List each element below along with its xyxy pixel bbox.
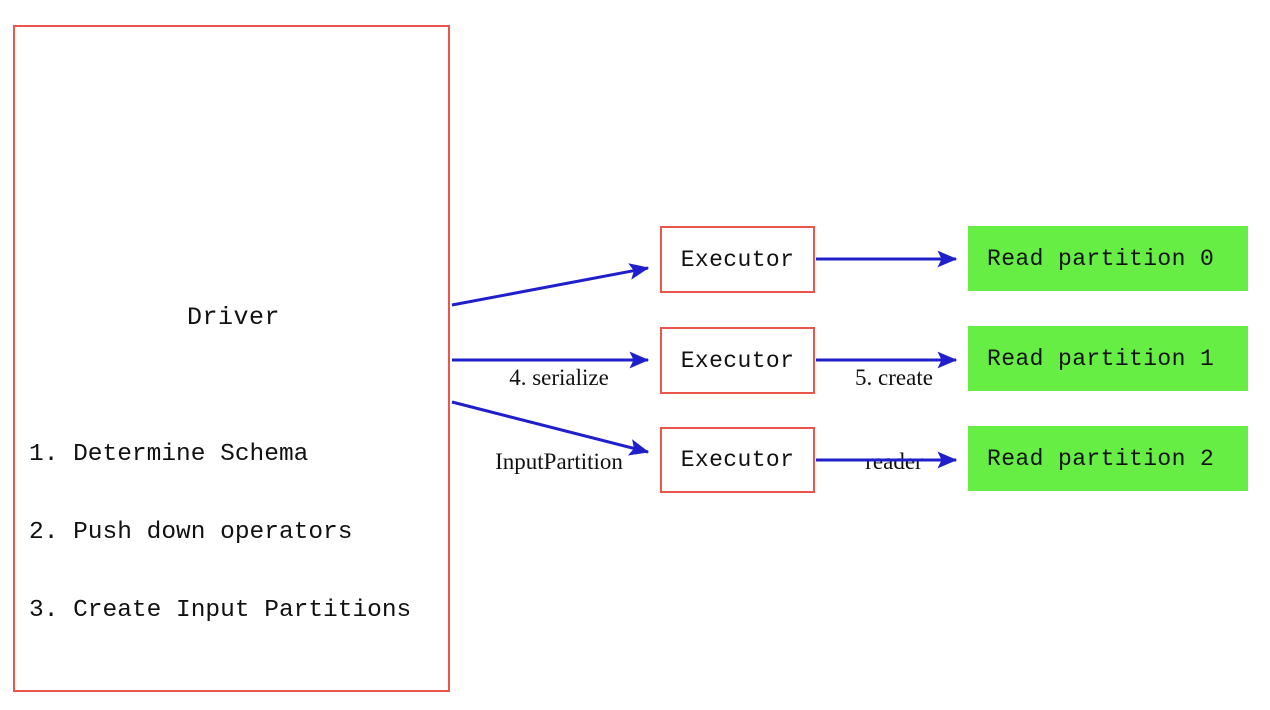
edge-label-serialize-line-2: InputPartition: [495, 449, 623, 474]
read-partition-box-2: Read partition 2: [968, 426, 1248, 491]
read-partition-box-1: Read partition 1: [968, 326, 1248, 391]
edge-label-create-line-1: 5. create: [855, 365, 933, 390]
edge-label-create-reader: 5. create reader: [818, 308, 970, 532]
edge-label-create-line-2: reader: [865, 449, 923, 474]
executor-box-0: Executor: [660, 226, 815, 293]
edge-label-serialize-line-1: 4. serialize: [509, 365, 609, 390]
executor-label-2: Executor: [680, 447, 795, 473]
executor-label-0: Executor: [680, 246, 795, 273]
driver-step-list: 1. Determine Schema 2. Push down operato…: [29, 390, 449, 676]
driver-step-1: 1. Determine Schema: [29, 441, 309, 468]
read-partition-box-0: Read partition 0: [968, 226, 1248, 291]
executor-box-2: Executor: [660, 427, 815, 493]
read-partition-label-1: Read partition 1: [987, 345, 1215, 372]
executor-box-1: Executor: [660, 327, 815, 394]
read-partition-label-0: Read partition 0: [987, 245, 1215, 272]
executor-label-1: Executor: [680, 347, 795, 374]
edge-label-serialize: 4. serialize InputPartition: [463, 308, 655, 532]
read-partition-label-2: Read partition 2: [987, 445, 1215, 472]
driver-title: Driver: [186, 303, 280, 332]
driver-step-2: 2. Push down operators: [29, 519, 353, 546]
driver-step-3: 3. Create Input Partitions: [29, 597, 412, 624]
arrow-driver-to-executor-0: [451, 263, 650, 307]
driver-box: Driver 1. Determine Schema 2. Push down …: [13, 25, 450, 692]
